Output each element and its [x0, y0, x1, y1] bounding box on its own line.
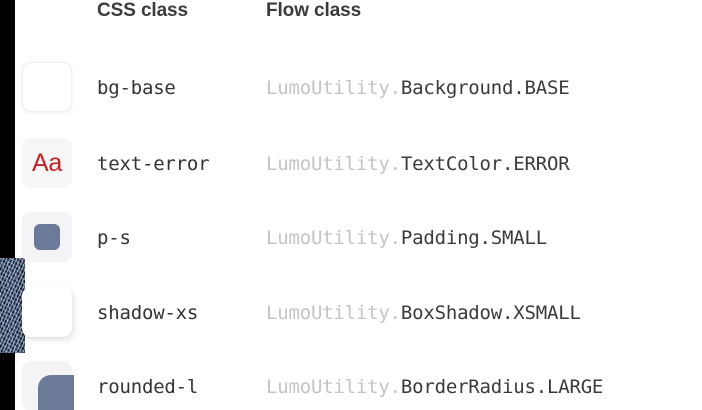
table-header-row: CSS class Flow class	[0, 0, 702, 48]
table-row[interactable]: Aa text-error LumoUtility.TextColor.ERRO…	[0, 127, 702, 201]
flow-class-prefix: LumoUtility.	[266, 376, 401, 398]
table-row[interactable]: shadow-xs LumoUtility.BoxShadow.XSMALL	[0, 276, 702, 350]
white-rounded-square-swatch-icon	[22, 62, 72, 112]
css-class-value: rounded-l	[97, 376, 199, 398]
flow-class-prefix: LumoUtility.	[266, 227, 401, 249]
column-header-flow-class: Flow class	[266, 0, 362, 21]
render-artifact-noise-patch	[0, 258, 25, 353]
shadow-card-swatch-icon	[22, 287, 72, 337]
padding-inset-square-swatch-icon	[22, 212, 72, 262]
flow-class-value: LumoUtility.BoxShadow.XSMALL	[266, 302, 581, 324]
preview-cell	[22, 287, 74, 339]
flow-class-value: LumoUtility.Background.BASE	[266, 77, 570, 99]
column-header-css-class: CSS class	[97, 0, 188, 21]
table-row[interactable]: p-s LumoUtility.Padding.SMALL	[0, 201, 702, 275]
flow-class-suffix: Background.BASE	[400, 77, 570, 99]
table-row[interactable]: rounded-l LumoUtility.BorderRadius.LARGE	[0, 350, 702, 410]
red-aa-text-swatch-icon: Aa	[22, 138, 72, 188]
css-class-value: p-s	[97, 227, 131, 249]
rounded-corner-block-swatch-icon	[22, 361, 74, 410]
aa-sample-text: Aa	[32, 148, 62, 177]
preview-cell: Aa	[22, 138, 74, 190]
flow-class-suffix: TextColor.ERROR	[400, 153, 570, 175]
table-row[interactable]: bg-base LumoUtility.Background.BASE	[0, 51, 702, 125]
flow-class-prefix: LumoUtility.	[266, 153, 401, 175]
flow-class-suffix: BoxShadow.XSMALL	[400, 302, 581, 324]
flow-class-suffix: BorderRadius.LARGE	[400, 376, 604, 398]
flow-class-prefix: LumoUtility.	[266, 302, 401, 324]
padding-inner-block-icon	[34, 224, 60, 250]
flow-class-prefix: LumoUtility.	[266, 77, 401, 99]
css-class-value: text-error	[97, 153, 210, 175]
rounded-corner-inner-block-icon	[38, 375, 74, 410]
flow-class-value: LumoUtility.BorderRadius.LARGE	[266, 376, 603, 398]
css-class-value: shadow-xs	[97, 302, 199, 324]
css-class-value: bg-base	[97, 77, 176, 99]
preview-cell	[22, 212, 74, 264]
flow-class-value: LumoUtility.Padding.SMALL	[266, 227, 547, 249]
preview-cell	[22, 62, 74, 114]
flow-class-suffix: Padding.SMALL	[400, 227, 547, 249]
flow-class-value: LumoUtility.TextColor.ERROR	[266, 153, 570, 175]
preview-cell	[22, 361, 74, 410]
